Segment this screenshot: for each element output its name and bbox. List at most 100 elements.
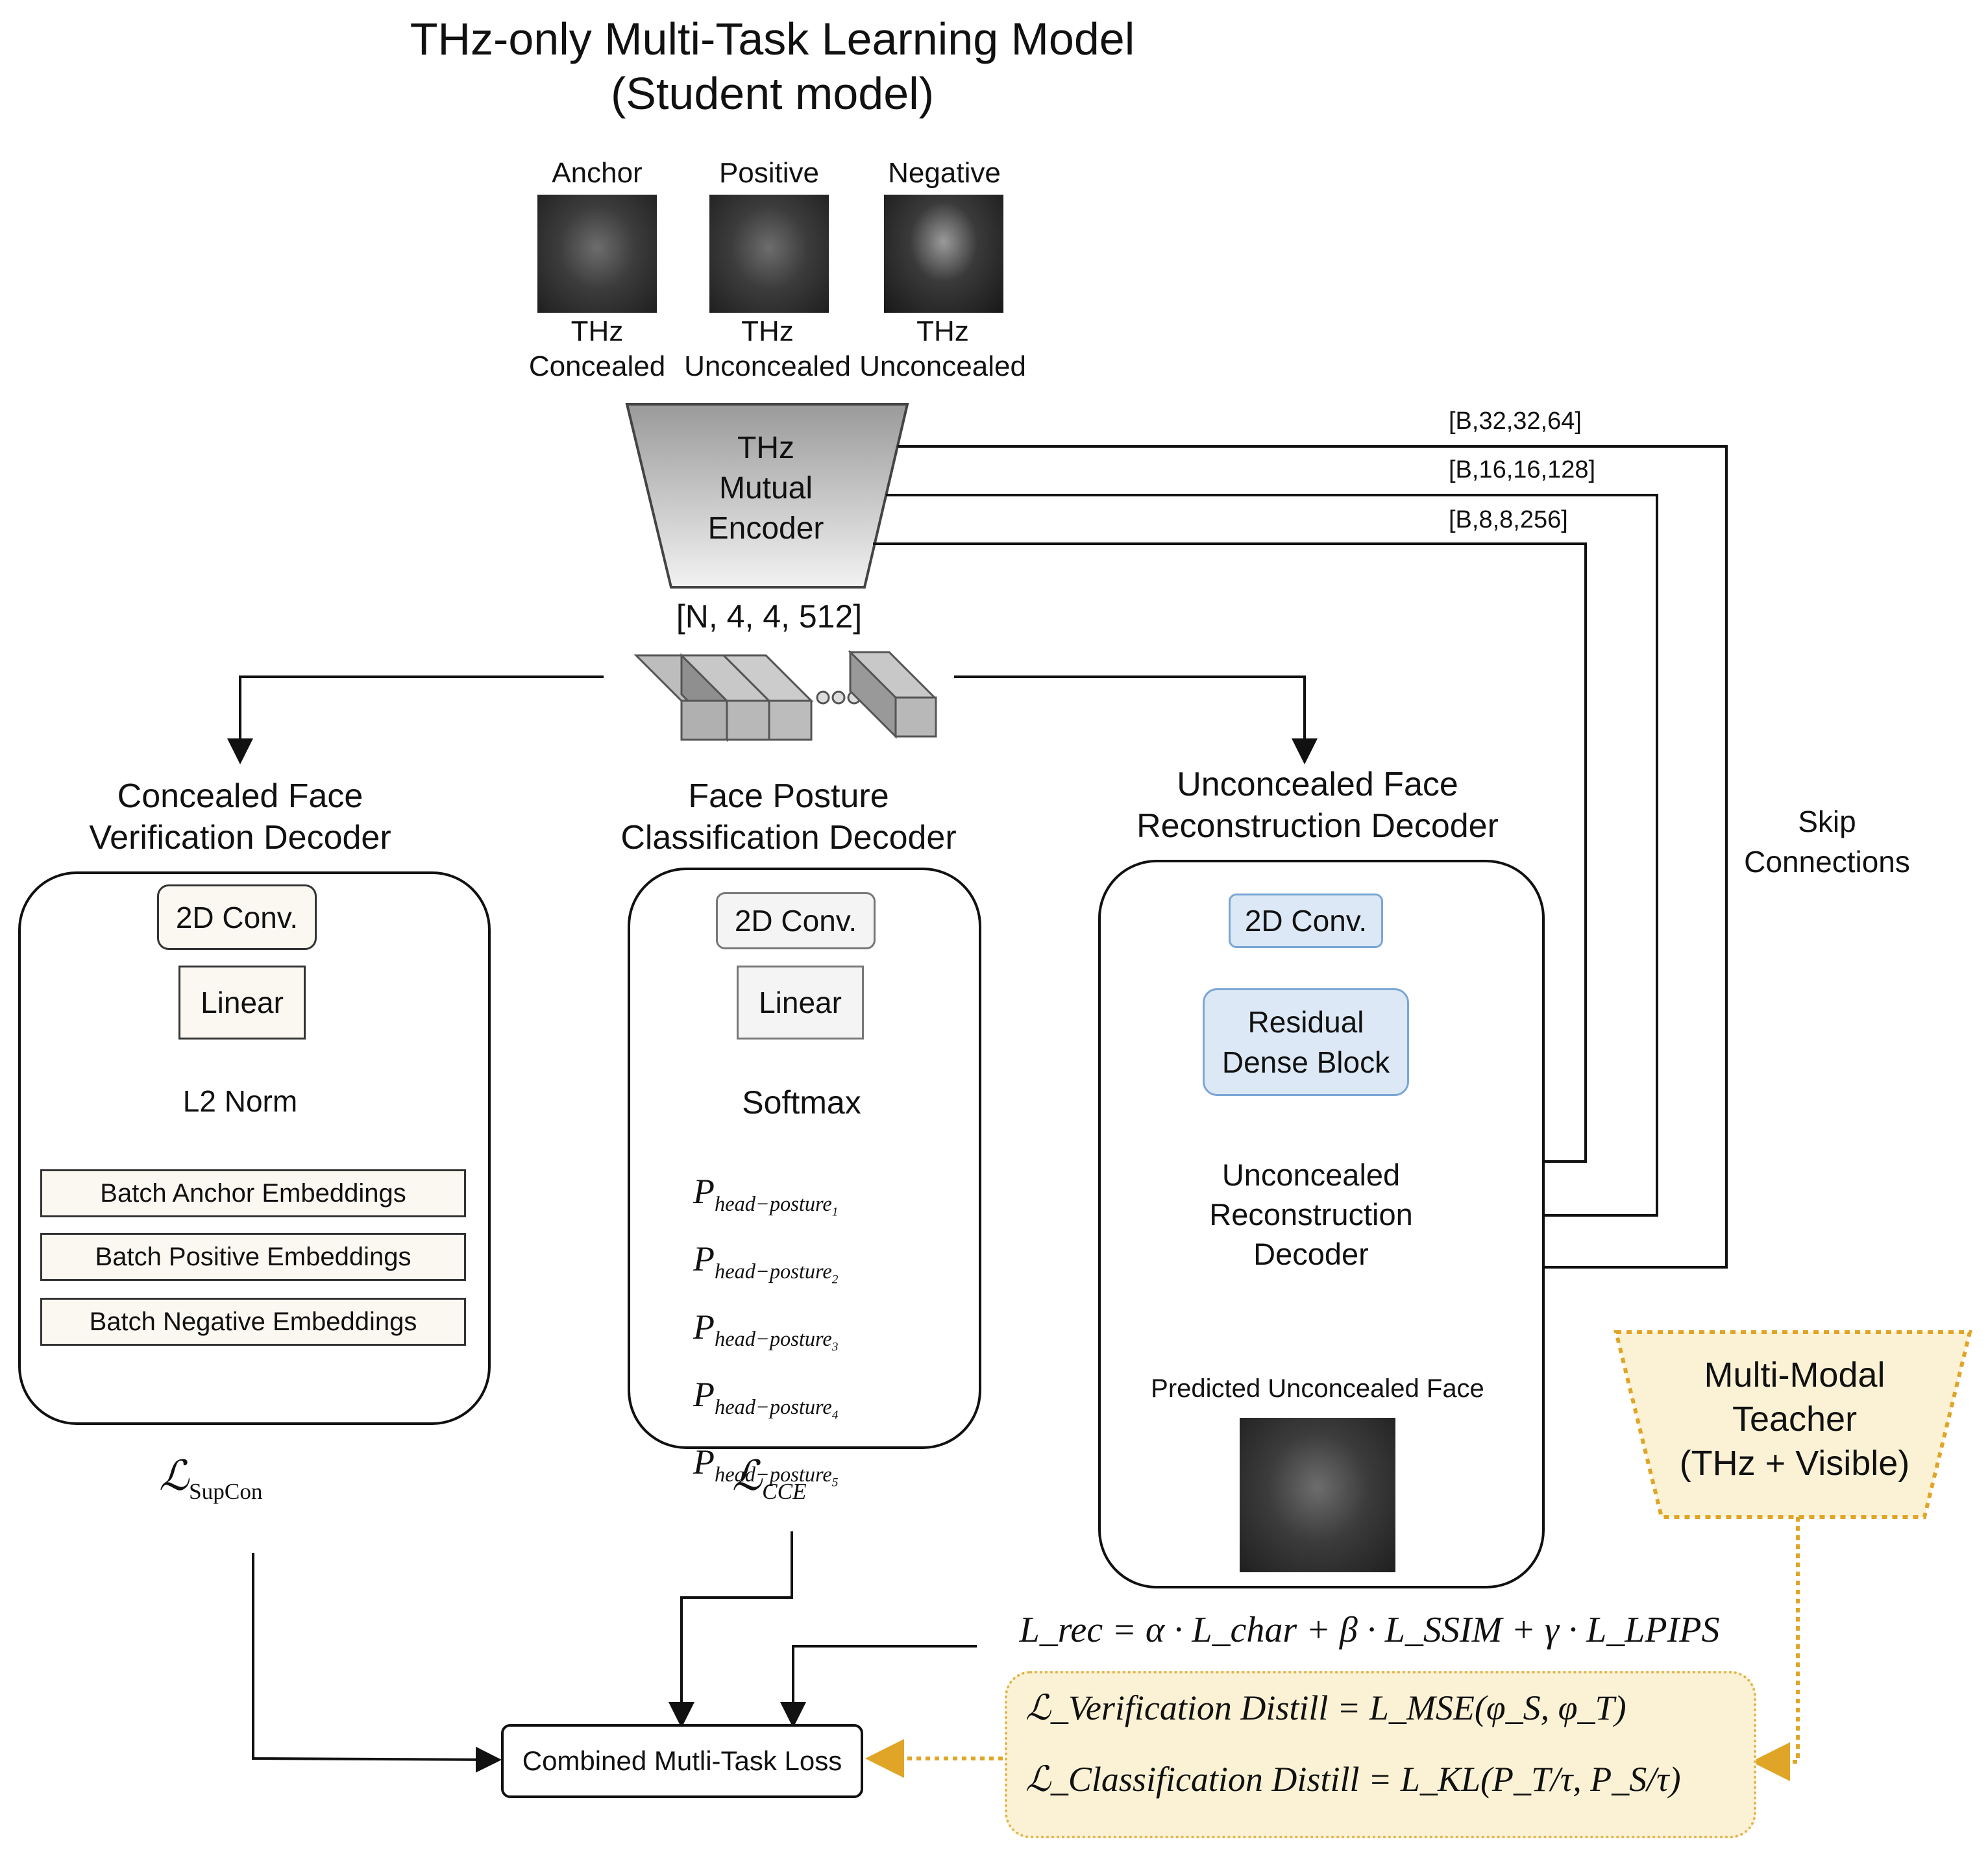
prob-symbol: P xyxy=(693,1239,715,1279)
predicted-unconcealed-face-image xyxy=(1240,1418,1395,1572)
posture-title-line1: Face Posture xyxy=(688,777,889,815)
reconstruction-title-line1: Unconcealed Face xyxy=(1177,766,1458,803)
positive-thz-image xyxy=(709,195,829,313)
posture-decoder-panel xyxy=(628,868,981,1449)
batch-positive-embeddings: Batch Positive Embeddings xyxy=(40,1233,466,1281)
arrow-to-reconstruction xyxy=(954,675,1318,764)
input-negative-label: Negative xyxy=(888,157,1001,189)
verification-decoder-title: Concealed Face Verification Decoder xyxy=(19,775,461,858)
multi-modal-teacher-shape xyxy=(1614,1330,1972,1519)
batch-negative-embeddings: Batch Negative Embeddings xyxy=(40,1298,466,1346)
head-posture-probability-vector: Phead−posture1 Phead−posture2 Phead−post… xyxy=(693,1168,917,1506)
supcon-to-combined-arrow xyxy=(252,1553,502,1773)
skip-dim-2: [B,16,16,128] xyxy=(1449,456,1596,483)
decoder-label-line3: Decoder xyxy=(1253,1237,1369,1271)
prob-row: Phead−posture5 xyxy=(693,1439,917,1506)
prob-symbol: P xyxy=(693,1172,715,1211)
skip-connection-1 xyxy=(898,445,1728,1280)
prob-index: 4 xyxy=(831,1408,839,1422)
residual-dense-block: Residual Dense Block xyxy=(1203,988,1409,1096)
verification-conv-block: 2D Conv. xyxy=(157,884,317,950)
negative-thz-image xyxy=(884,195,1003,313)
latent-feature-blocks xyxy=(633,650,937,742)
posture-decoder-title: Face Posture Classification Decoder xyxy=(581,775,996,858)
encoder-label: THz Mutual Encoder xyxy=(669,428,863,549)
prob-index: 1 xyxy=(831,1205,839,1219)
reconstruction-decoder-title: Unconcealed Face Reconstruction Decoder xyxy=(1107,764,1528,847)
title-line-1: THz-only Multi-Task Learning Model xyxy=(410,14,1135,64)
encoder-label-line1: THz xyxy=(737,431,794,465)
posture-linear-block: Linear xyxy=(737,966,864,1040)
input-positive-label: Positive xyxy=(718,157,820,189)
predicted-face-label: Predicted Unconcealed Face xyxy=(1151,1374,1484,1403)
prob-symbol: P xyxy=(693,1307,715,1346)
negative-caption-line2: Unconcealed xyxy=(859,350,1026,382)
teacher-to-distill-arrow xyxy=(1751,1517,1800,1781)
verification-linear-block: Linear xyxy=(178,966,306,1040)
latent-shape-label: [N, 4, 4, 512] xyxy=(676,598,863,635)
input-anchor-label: Anchor xyxy=(552,157,643,189)
decoder-label-line1: Unconcealed xyxy=(1221,1158,1401,1192)
posture-title-line2: Classification Decoder xyxy=(620,819,957,857)
supcon-loss-symbol: ℒ xyxy=(159,1453,190,1499)
encoder-label-line3: Encoder xyxy=(707,511,824,546)
verification-title-line1: Concealed Face xyxy=(117,777,363,815)
l2-norm-label: L2 Norm xyxy=(182,1084,298,1118)
teacher-label-line2: Teacher xyxy=(1732,1400,1858,1439)
positive-caption-line1: THz xyxy=(741,315,794,347)
posture-conv-block: 2D Conv. xyxy=(716,892,876,949)
rec-to-combined-arrow xyxy=(780,1645,977,1728)
prob-subscript: head−posture xyxy=(715,1260,832,1284)
input-positive-caption: THz Unconcealed xyxy=(681,314,853,384)
classification-distill-formula: ℒ_Classification Distill = L_KL(P_T/τ, P… xyxy=(1025,1760,1681,1799)
anchor-caption-line2: Concealed xyxy=(528,350,666,382)
supcon-loss-label: ℒSupCon xyxy=(159,1452,263,1505)
verification-title-line2: Verification Decoder xyxy=(89,819,391,857)
cce-to-combined-arrow xyxy=(669,1531,793,1728)
input-negative-caption: THz Unconcealed xyxy=(857,314,1029,384)
reconstruction-decoder-label: Unconcealed Reconstruction Decoder xyxy=(1181,1155,1441,1274)
reconstruction-loss-formula: L_rec = α · L_char + β · L_SSIM + γ · L_… xyxy=(1019,1610,1720,1650)
teacher-label: Multi-Modal Teacher (THz + Visible) xyxy=(1623,1353,1967,1485)
verification-distill-formula: ℒ_Verification Distill = L_MSE(φ_S, φ_T) xyxy=(1025,1688,1626,1727)
cce-loss-symbol: ℒ xyxy=(732,1453,763,1499)
decoder-label-line2: Reconstruction xyxy=(1209,1197,1413,1232)
prob-row: Phead−posture2 xyxy=(693,1235,917,1303)
teacher-label-line3: (THz + Visible) xyxy=(1679,1444,1910,1483)
thz-mutual-encoder-shape xyxy=(625,403,909,589)
skip-dim-3: [B,8,8,256] xyxy=(1449,506,1568,533)
rdb-label-line1: Residual xyxy=(1247,1005,1364,1039)
prob-subscript: head−posture xyxy=(715,1192,832,1216)
skip-dim-1: [B,32,32,64] xyxy=(1449,407,1582,435)
softmax-label: Softmax xyxy=(742,1084,861,1121)
prob-subscript: head−posture xyxy=(715,1395,832,1419)
prob-row: Phead−posture3 xyxy=(693,1304,917,1371)
teacher-label-line1: Multi-Modal xyxy=(1704,1356,1885,1394)
cce-loss-label: ℒCCE xyxy=(732,1452,807,1505)
reconstruction-title-line2: Reconstruction Decoder xyxy=(1136,807,1499,845)
input-anchor-caption: THz Concealed xyxy=(513,314,681,384)
batch-anchor-embeddings: Batch Anchor Embeddings xyxy=(40,1169,466,1217)
title-line-2: (Student model) xyxy=(610,68,935,119)
anchor-thz-image xyxy=(537,195,657,313)
arrow-to-verification xyxy=(227,675,604,764)
anchor-caption-line1: THz xyxy=(571,315,624,347)
prob-row: Phead−posture1 xyxy=(693,1168,917,1235)
skip-label-line2: Connections xyxy=(1744,845,1910,879)
prob-index: 3 xyxy=(831,1340,839,1354)
cce-loss-subscript: CCE xyxy=(762,1478,807,1504)
prob-subscript: head−posture xyxy=(715,1328,832,1352)
reconstruction-conv-block: 2D Conv. xyxy=(1229,894,1383,948)
supcon-loss-subscript: SupCon xyxy=(189,1478,263,1504)
prob-symbol: P xyxy=(693,1442,715,1482)
skip-label-line1: Skip xyxy=(1798,805,1856,838)
combined-multi-task-loss-box: Combined Mutli-Task Loss xyxy=(501,1724,863,1798)
encoder-label-line2: Mutual xyxy=(718,471,813,505)
skip-connections-label: Skip Connections xyxy=(1713,801,1941,882)
prob-symbol: P xyxy=(693,1374,715,1414)
positive-caption-line2: Unconcealed xyxy=(684,350,851,382)
negative-caption-line1: THz xyxy=(916,315,969,347)
diagram-title: THz-only Multi-Task Learning Model (Stud… xyxy=(0,12,1545,121)
prob-index: 5 xyxy=(831,1476,839,1490)
rdb-label-line2: Dense Block xyxy=(1221,1045,1390,1079)
